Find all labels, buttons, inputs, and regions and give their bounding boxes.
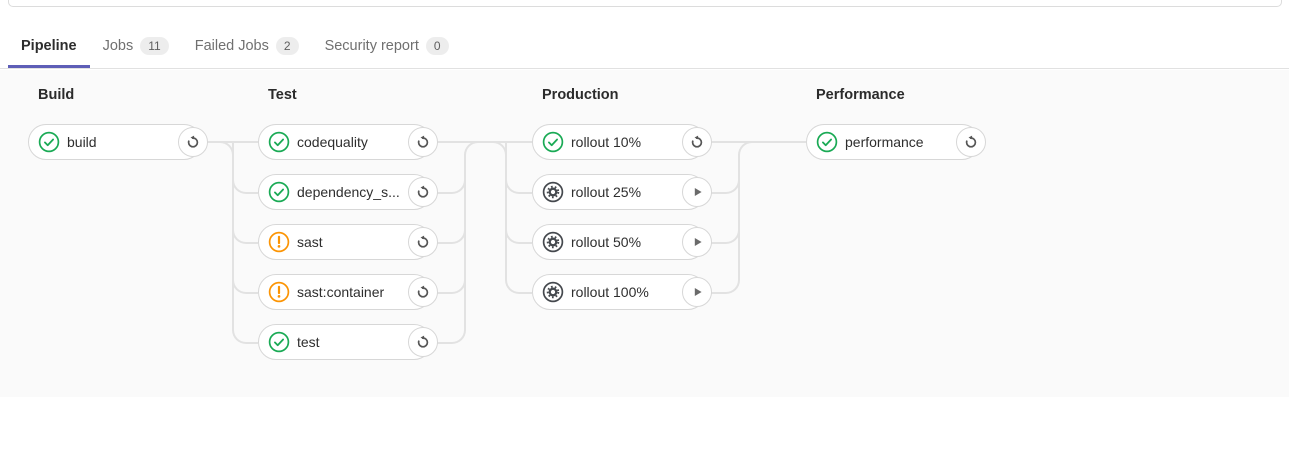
retry-button[interactable] — [408, 127, 438, 157]
status-success-icon — [268, 181, 290, 203]
status-success-icon — [268, 331, 290, 353]
retry-icon — [417, 184, 429, 198]
retry-icon — [691, 134, 703, 148]
stage-title-test: Test — [268, 87, 297, 103]
job-rollout-25[interactable]: rollout 25% — [532, 174, 712, 210]
status-success-icon — [268, 131, 290, 153]
tab-jobs[interactable]: Jobs 11 — [90, 26, 182, 68]
retry-icon — [187, 134, 199, 148]
job-label: sast:container — [297, 284, 385, 300]
job-codequality[interactable]: codequality — [258, 124, 438, 160]
tab-failed-jobs[interactable]: Failed Jobs 2 — [182, 26, 312, 68]
play-icon — [694, 288, 702, 296]
retry-button[interactable] — [408, 277, 438, 307]
retry-icon — [417, 284, 429, 298]
play-icon — [694, 238, 702, 246]
security-report-count-badge: 0 — [425, 36, 449, 55]
tab-pipeline[interactable]: Pipeline — [8, 26, 90, 68]
status-success-icon — [38, 131, 60, 153]
stage-title-performance: Performance — [816, 87, 905, 103]
status-success-icon — [542, 131, 564, 153]
retry-icon — [417, 134, 429, 148]
retry-button[interactable] — [682, 127, 712, 157]
play-icon — [694, 188, 702, 196]
job-performance[interactable]: performance — [806, 124, 986, 160]
job-label: build — [67, 134, 97, 150]
retry-button[interactable] — [408, 227, 438, 257]
retry-icon — [417, 234, 429, 248]
top-panel-edge — [8, 0, 1282, 7]
status-warning-icon — [268, 231, 290, 253]
job-label: performance — [845, 134, 924, 150]
failed-jobs-count-badge: 2 — [275, 36, 299, 55]
jobs-count-badge: 11 — [140, 36, 169, 55]
status-warning-icon — [268, 281, 290, 303]
stage-title-build: Build — [38, 87, 75, 103]
stage-title-production: Production — [542, 87, 619, 103]
job-dependency-scanning[interactable]: dependency_s... — [258, 174, 438, 210]
tab-security-report-label: Security report — [324, 37, 419, 54]
job-test[interactable]: test — [258, 324, 438, 360]
job-sast[interactable]: sast — [258, 224, 438, 260]
tab-failed-jobs-label: Failed Jobs — [194, 37, 269, 54]
job-label: sast — [297, 234, 323, 250]
job-build[interactable]: build — [28, 124, 208, 160]
pipeline-tabs: Pipeline Jobs 11 Failed Jobs 2 Security … — [0, 26, 1289, 69]
status-manual-icon — [542, 231, 564, 253]
tab-jobs-label: Jobs — [102, 37, 134, 54]
tab-pipeline-label: Pipeline — [21, 37, 77, 54]
retry-button[interactable] — [408, 327, 438, 357]
job-label: rollout 100% — [571, 284, 649, 300]
status-success-icon — [816, 131, 838, 153]
play-button[interactable] — [682, 177, 712, 207]
job-label: rollout 10% — [571, 134, 642, 150]
job-rollout-100[interactable]: rollout 100% — [532, 274, 712, 310]
job-label: dependency_s... — [297, 184, 400, 200]
retry-button[interactable] — [178, 127, 208, 157]
status-manual-icon — [542, 181, 564, 203]
tab-security-report[interactable]: Security report 0 — [312, 26, 462, 68]
retry-button[interactable] — [956, 127, 986, 157]
job-label: rollout 50% — [571, 234, 642, 250]
retry-icon — [965, 134, 977, 148]
pipeline-graph: Build Test Production Performance build … — [0, 70, 1289, 397]
retry-icon — [417, 334, 429, 348]
job-label: test — [297, 334, 320, 350]
status-manual-icon — [542, 281, 564, 303]
retry-button[interactable] — [408, 177, 438, 207]
play-button[interactable] — [682, 277, 712, 307]
job-label: rollout 25% — [571, 184, 642, 200]
job-rollout-10[interactable]: rollout 10% — [532, 124, 712, 160]
play-button[interactable] — [682, 227, 712, 257]
job-label: codequality — [297, 134, 368, 150]
job-sast-container[interactable]: sast:container — [258, 274, 438, 310]
job-rollout-50[interactable]: rollout 50% — [532, 224, 712, 260]
